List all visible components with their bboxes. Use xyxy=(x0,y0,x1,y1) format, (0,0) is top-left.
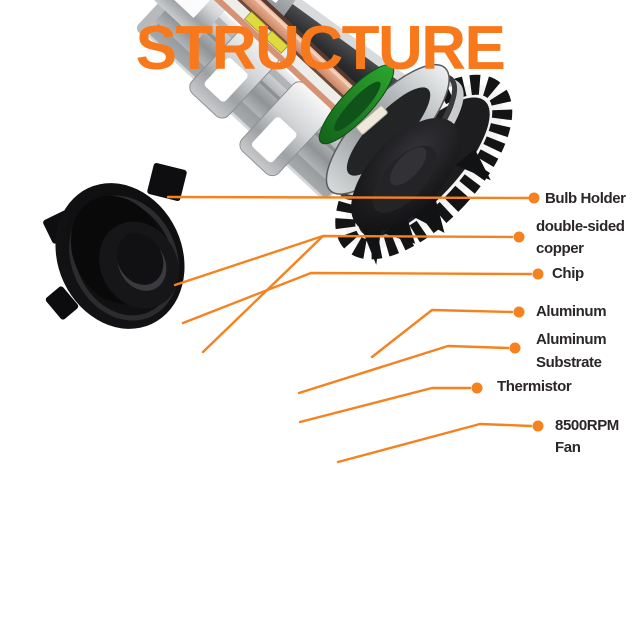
leader-line-thermistor xyxy=(298,386,472,424)
callout-dot-fan xyxy=(532,420,544,432)
chip-illustration xyxy=(264,30,289,54)
callout-dot-thermistor xyxy=(471,382,483,394)
label-bulb-holder: Bulb Holder xyxy=(545,190,626,207)
label-fan: 8500RPM Fan xyxy=(555,417,619,456)
leader-line-chip xyxy=(181,271,533,325)
callout-dot-chip xyxy=(532,268,544,280)
thermistor-illustration xyxy=(356,105,388,135)
fan-blade xyxy=(362,223,382,265)
fan-blade xyxy=(455,148,491,181)
callout-dot-bulb-holder xyxy=(528,192,540,204)
page-title: STRUCTURE xyxy=(135,14,506,83)
label-double-sided-copper: double-sided copper xyxy=(536,218,625,257)
leader-line-aluminum-substrate xyxy=(297,344,510,395)
fan-blade xyxy=(411,189,445,233)
fan-illustration xyxy=(351,117,491,265)
holder-bore xyxy=(116,233,164,285)
callout-dot-double-sided-copper xyxy=(513,231,525,243)
chip-illustration xyxy=(243,11,269,35)
callout-dot-aluminum xyxy=(513,306,525,318)
plate-bright-edge xyxy=(222,0,427,98)
label-thermistor: Thermistor xyxy=(497,378,572,395)
bulb-holder-illustration xyxy=(43,162,187,329)
copper-board-illustration xyxy=(200,0,386,137)
label-aluminum-substrate: Aluminum Substrate xyxy=(536,331,607,371)
holder-bottom-tab xyxy=(45,286,79,320)
label-chip: Chip xyxy=(552,265,584,282)
holder-top-tab xyxy=(147,162,187,202)
label-aluminum: Aluminum xyxy=(536,303,607,320)
copper-strip xyxy=(208,0,385,125)
leader-line-bulb-holder xyxy=(166,195,530,200)
leader-line-fan xyxy=(336,422,533,464)
leader-line-double-sided-copper xyxy=(201,234,325,354)
leader-line-aluminum xyxy=(370,308,514,359)
heatsink-barrel xyxy=(147,0,369,199)
led-substrate xyxy=(204,0,371,132)
heatsink-body-illustration xyxy=(136,0,513,265)
callout-dot-aluminum-substrate xyxy=(509,342,521,354)
